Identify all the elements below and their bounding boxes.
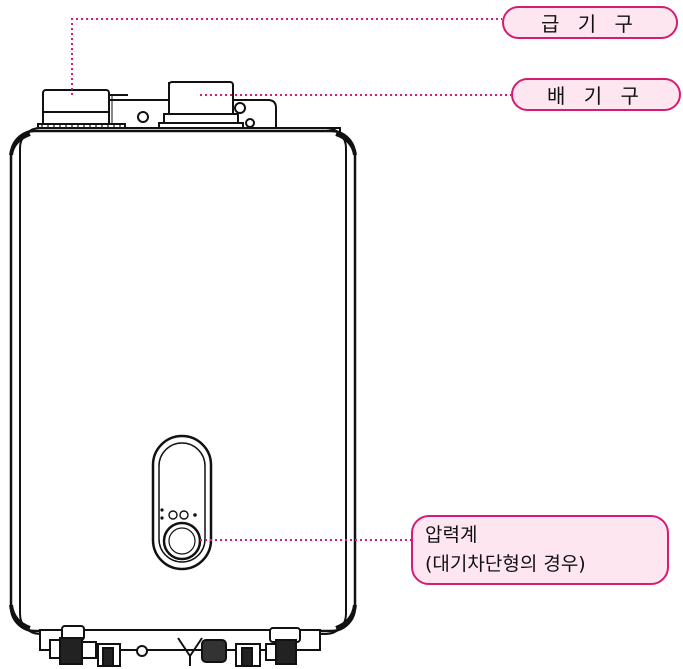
boiler-body [9,127,357,635]
exhaust-label-text: 배 기 구 [547,84,645,108]
exhaust-label: 배 기 구 [511,78,681,111]
intake-label-text: 급 기 구 [541,12,639,36]
pressure-gauge-label-line2: (대기차단형의 경우) [425,553,586,575]
pressure-gauge-label: 압력계 (대기차단형의 경우) [411,515,669,585]
intake-leader-line [71,18,502,95]
pressure-gauge [162,521,202,561]
intake-label: 급 기 구 [502,6,678,39]
exhaust-pipe [158,81,244,133]
leader-lines [71,18,511,541]
bottom-connections [39,625,321,667]
pressure-gauge-label-line1: 압력계 [425,524,478,546]
